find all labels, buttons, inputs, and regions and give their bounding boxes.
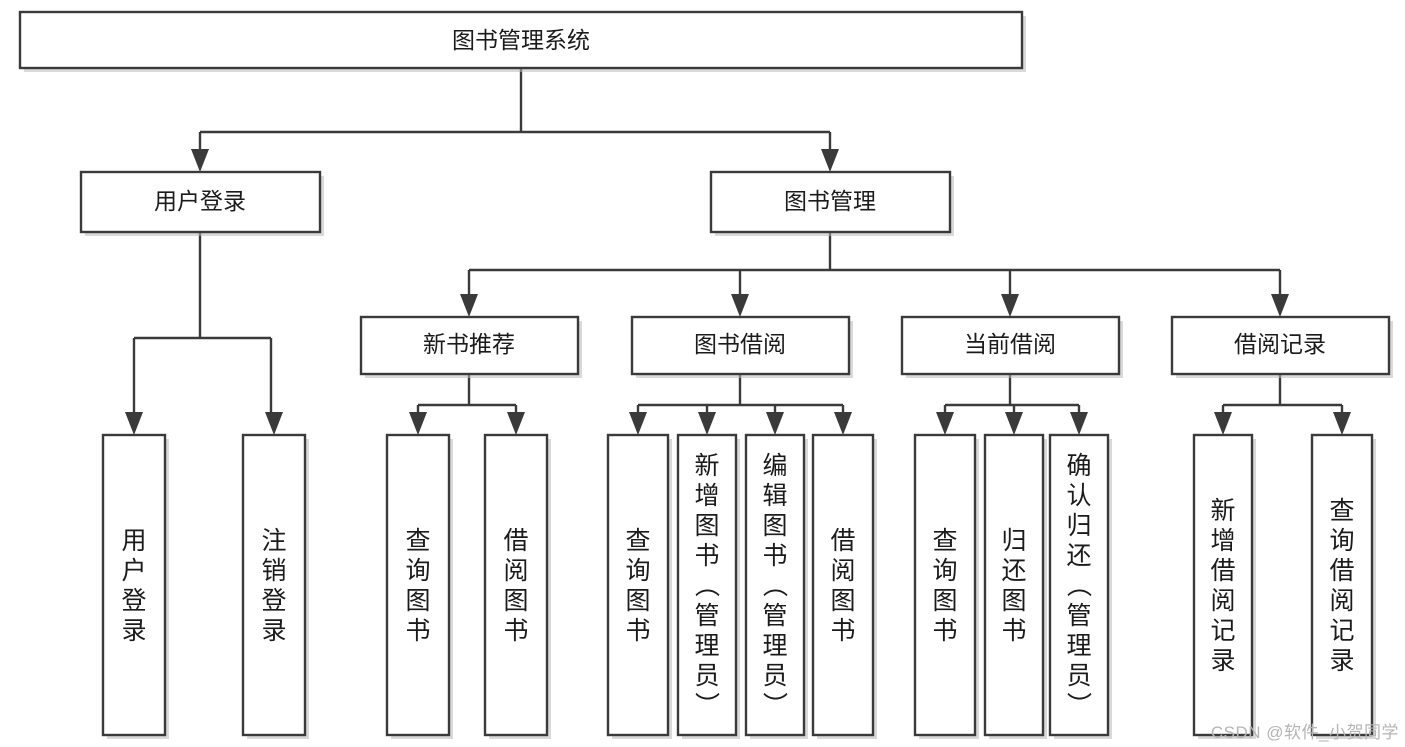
node-new-book-recommend[interactable]: 新书推荐: [359, 315, 582, 378]
link-borrowrecord-bus: [1221, 374, 1344, 420]
arrow-leaf-query-book-1: [409, 412, 427, 435]
leaf-box[interactable]: [1310, 433, 1374, 737]
leaf-label: 借阅图书: [830, 527, 855, 645]
arrow-to-user-login: [191, 149, 209, 172]
leaf-label: 查询图书: [625, 527, 650, 645]
root-label: 图书管理系统: [452, 27, 590, 53]
leaf-node[interactable]: 归还图书: [983, 433, 1047, 739]
link-bookborrow-bus: [636, 374, 845, 420]
node-book-borrow[interactable]: 图书借阅: [630, 315, 853, 378]
leaf-box[interactable]: [101, 433, 167, 737]
leaf-node[interactable]: 用户登录: [101, 433, 169, 739]
leaf-box[interactable]: [676, 433, 738, 737]
leaf-nodes: 用户登录 注销登录 查询图书 借阅图书 查询图书 新增图书（管理员） 编辑图书（管理员） 借阅…: [101, 433, 1376, 739]
leaf-node[interactable]: 编辑图书（管理员）: [744, 433, 808, 739]
arrow-leaf-edit-book: [766, 412, 784, 435]
leaf-box[interactable]: [1048, 433, 1110, 737]
leaf-box[interactable]: [744, 433, 806, 737]
leaf-label: 归还图书: [1001, 527, 1026, 645]
user-login-box[interactable]: [79, 170, 322, 234]
leaf-box[interactable]: [385, 433, 451, 737]
leaf-box[interactable]: [606, 433, 670, 737]
arrow-to-borrow: [731, 294, 749, 317]
arrow-to-new-book: [460, 294, 478, 317]
link-bookmanage-bus: [467, 232, 1282, 295]
arrow-leaf-confirm-return: [1070, 412, 1088, 435]
new-book-recommend-box[interactable]: [359, 315, 580, 376]
leaf-box[interactable]: [1192, 433, 1254, 737]
leaf-label: 编辑图书（管理员）: [762, 452, 788, 720]
leaf-box[interactable]: [241, 433, 307, 737]
node-current-borrow[interactable]: 当前借阅: [900, 315, 1123, 378]
arrow-leaf-query-record: [1333, 412, 1351, 435]
node-borrow-record[interactable]: 借阅记录: [1170, 315, 1393, 378]
leaf-box[interactable]: [913, 433, 977, 737]
arrow-leaf-query-book-3: [936, 412, 954, 435]
leaf-box[interactable]: [983, 433, 1045, 737]
leaf-node[interactable]: 确认归还（管理员）: [1048, 433, 1112, 739]
arrow-leaf-logout: [265, 412, 283, 435]
leaf-box[interactable]: [811, 433, 875, 737]
leaf-node[interactable]: 借阅图书: [483, 433, 551, 739]
current-borrow-label: 当前借阅: [964, 331, 1056, 357]
book-borrow-box[interactable]: [630, 315, 851, 376]
leaf-node[interactable]: 查询图书: [385, 433, 453, 739]
leaf-label: 确认归还（管理员）: [1066, 452, 1092, 720]
leaf-label: 查询图书: [405, 527, 430, 645]
connectors: [125, 68, 1351, 435]
arrow-leaf-borrow-book-2: [834, 412, 852, 435]
arrow-leaf-user-login: [125, 412, 143, 435]
root-box[interactable]: [18, 10, 1024, 70]
node-user-login[interactable]: 用户登录: [79, 170, 324, 236]
leaf-node[interactable]: 借阅图书: [811, 433, 877, 739]
book-management-box[interactable]: [709, 170, 952, 234]
csdn-watermark: CSDN @软件_小贺同学: [1210, 723, 1399, 742]
arrow-leaf-return-book: [1005, 412, 1023, 435]
leaf-label: 查询借阅记录: [1329, 497, 1354, 675]
leaf-node[interactable]: 注销登录: [241, 433, 309, 739]
arrow-to-current-borrow: [1001, 294, 1019, 317]
leaf-node[interactable]: 新增图书（管理员）: [676, 433, 740, 739]
current-borrow-box[interactable]: [900, 315, 1121, 376]
borrow-record-box[interactable]: [1170, 315, 1391, 376]
arrow-leaf-add-book: [698, 412, 716, 435]
leaf-label: 新增借阅记录: [1210, 497, 1235, 675]
leaf-node[interactable]: 查询图书: [606, 433, 672, 739]
leaf-node[interactable]: 查询图书: [913, 433, 979, 739]
leaf-label: 新增图书（管理员）: [694, 452, 720, 720]
leaf-node[interactable]: 新增借阅记录: [1192, 433, 1256, 739]
new-book-recommend-label: 新书推荐: [423, 331, 515, 357]
link-root-bus: [198, 68, 832, 157]
book-borrow-label: 图书借阅: [694, 331, 786, 357]
link-userlogin-bus: [132, 232, 273, 420]
link-newbook-bus: [416, 374, 518, 420]
book-management-label: 图书管理: [784, 188, 876, 214]
leaf-label: 注销登录: [261, 527, 286, 645]
leaf-label: 借阅图书: [503, 527, 528, 645]
borrow-record-label: 借阅记录: [1234, 331, 1326, 357]
node-root[interactable]: 图书管理系统: [18, 10, 1026, 72]
arrow-to-book-manage: [821, 149, 839, 172]
leaf-node[interactable]: 查询借阅记录: [1310, 433, 1376, 739]
arrow-leaf-borrow-book-1: [507, 412, 525, 435]
arrow-to-borrow-record: [1271, 294, 1289, 317]
arrow-leaf-add-record: [1214, 412, 1232, 435]
leaf-box[interactable]: [483, 433, 549, 737]
leaf-label: 用户登录: [121, 527, 146, 645]
node-book-management[interactable]: 图书管理: [709, 170, 954, 236]
arrow-leaf-query-book-2: [629, 412, 647, 435]
leaf-label: 查询图书: [932, 527, 957, 645]
user-login-label: 用户登录: [154, 188, 246, 214]
